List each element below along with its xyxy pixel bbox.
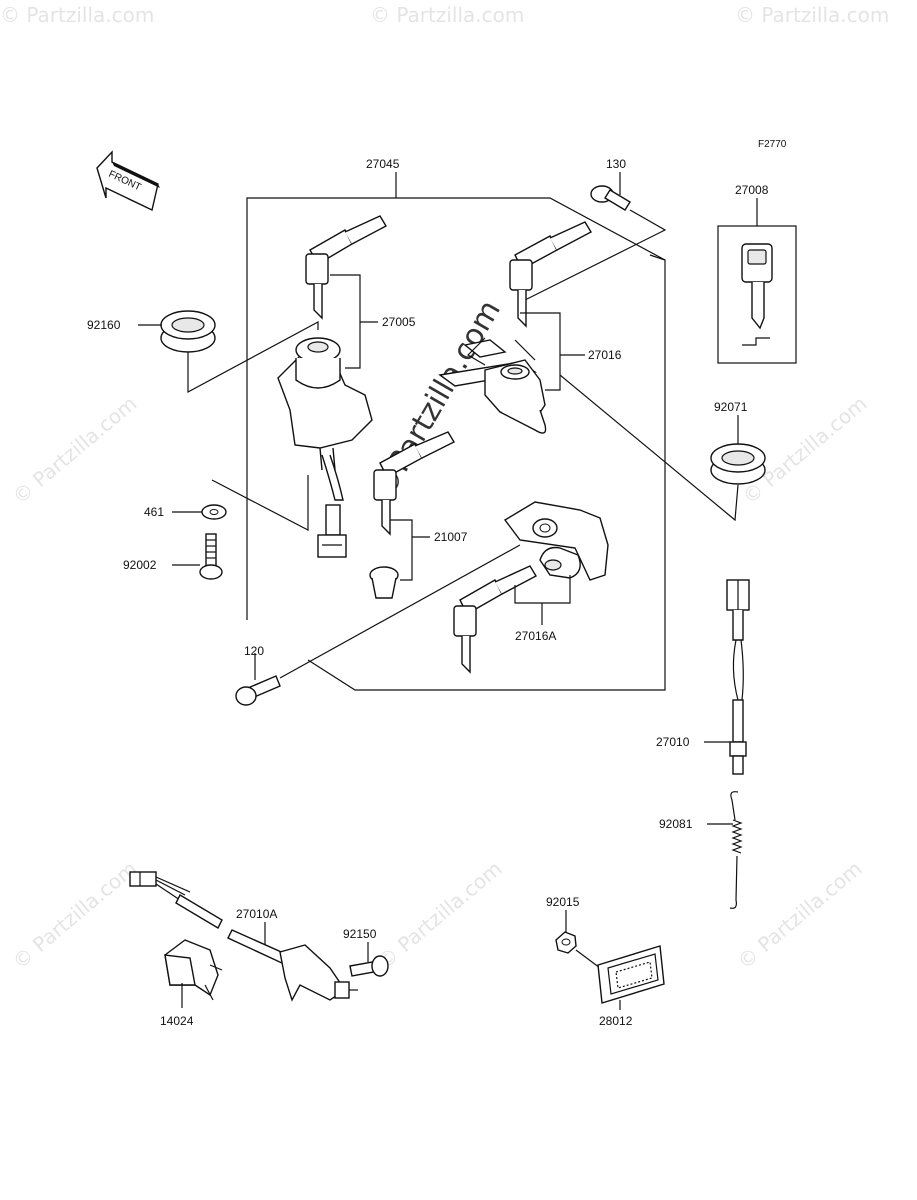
spring-92081-icon <box>729 791 743 909</box>
part-label-92160[interactable]: 92160 <box>87 318 121 332</box>
watermark: © Partzilla.com <box>735 3 889 27</box>
bolt-92002-icon <box>199 533 223 580</box>
watermark: © Partzilla.com <box>8 391 142 509</box>
part-label-28012[interactable]: 28012 <box>599 1014 633 1028</box>
part-label-27016A[interactable]: 27016A <box>515 629 556 643</box>
grommet-92160-icon <box>160 310 216 353</box>
part-label-27010A[interactable]: 27010A <box>236 907 277 921</box>
part-label-27005[interactable]: 27005 <box>382 315 416 329</box>
part-labels: 27045 130 27008 92160 27005 27016 92071 … <box>87 157 769 1028</box>
part-label-92150[interactable]: 92150 <box>343 927 377 941</box>
nut-92015-icon <box>555 931 577 954</box>
watermark: © Partzilla.com <box>733 856 867 974</box>
part-label-120[interactable]: 120 <box>244 644 264 658</box>
watermark: © Partzilla.com <box>373 856 507 974</box>
key-27016A-icon <box>453 565 537 674</box>
part-label-27045[interactable]: 27045 <box>366 157 400 171</box>
bolt-120-icon <box>235 675 281 706</box>
key-blank-27008-box <box>717 225 797 364</box>
figure-code: F2770 <box>758 139 787 150</box>
bolt-130-icon <box>590 185 631 211</box>
screw-92150-icon <box>349 955 389 977</box>
switch-27010-icon <box>726 579 750 775</box>
key-27016-icon <box>509 221 592 328</box>
part-label-27010[interactable]: 27010 <box>656 735 690 749</box>
washer-461-icon <box>201 504 227 520</box>
cap-21007-icon <box>369 566 399 599</box>
part-label-27008[interactable]: 27008 <box>735 183 769 197</box>
bracket-14024-icon <box>164 939 223 1001</box>
part-label-92002[interactable]: 92002 <box>123 558 157 572</box>
key-27005-icon <box>305 215 387 320</box>
watermarks: © Partzilla.com © Partzilla.com © Partzi… <box>0 3 889 974</box>
watermark: © Partzilla.com <box>370 3 524 27</box>
reflector-28012-icon <box>597 945 665 1004</box>
part-label-14024[interactable]: 14024 <box>160 1014 194 1028</box>
part-label-92015[interactable]: 92015 <box>546 895 580 909</box>
part-label-130[interactable]: 130 <box>606 157 626 171</box>
ignition-switch-icon <box>277 337 373 558</box>
lock-27016A-icon <box>503 501 609 581</box>
part-label-92081[interactable]: 92081 <box>659 817 693 831</box>
part-label-21007[interactable]: 21007 <box>434 530 468 544</box>
grommet-92071-icon <box>710 443 766 485</box>
part-label-92071[interactable]: 92071 <box>714 400 748 414</box>
part-label-27016[interactable]: 27016 <box>588 348 622 362</box>
watermark: © Partzilla.com <box>0 3 154 27</box>
switch-27010A-icon <box>129 871 358 1002</box>
set-bracket-27045 <box>246 172 666 691</box>
part-label-461[interactable]: 461 <box>144 505 164 519</box>
key-21007-icon <box>373 431 455 536</box>
lock-27016-icon <box>438 339 547 434</box>
watermark: © Partzilla.com <box>8 856 142 974</box>
front-arrow-icon: FRONT <box>96 150 160 212</box>
